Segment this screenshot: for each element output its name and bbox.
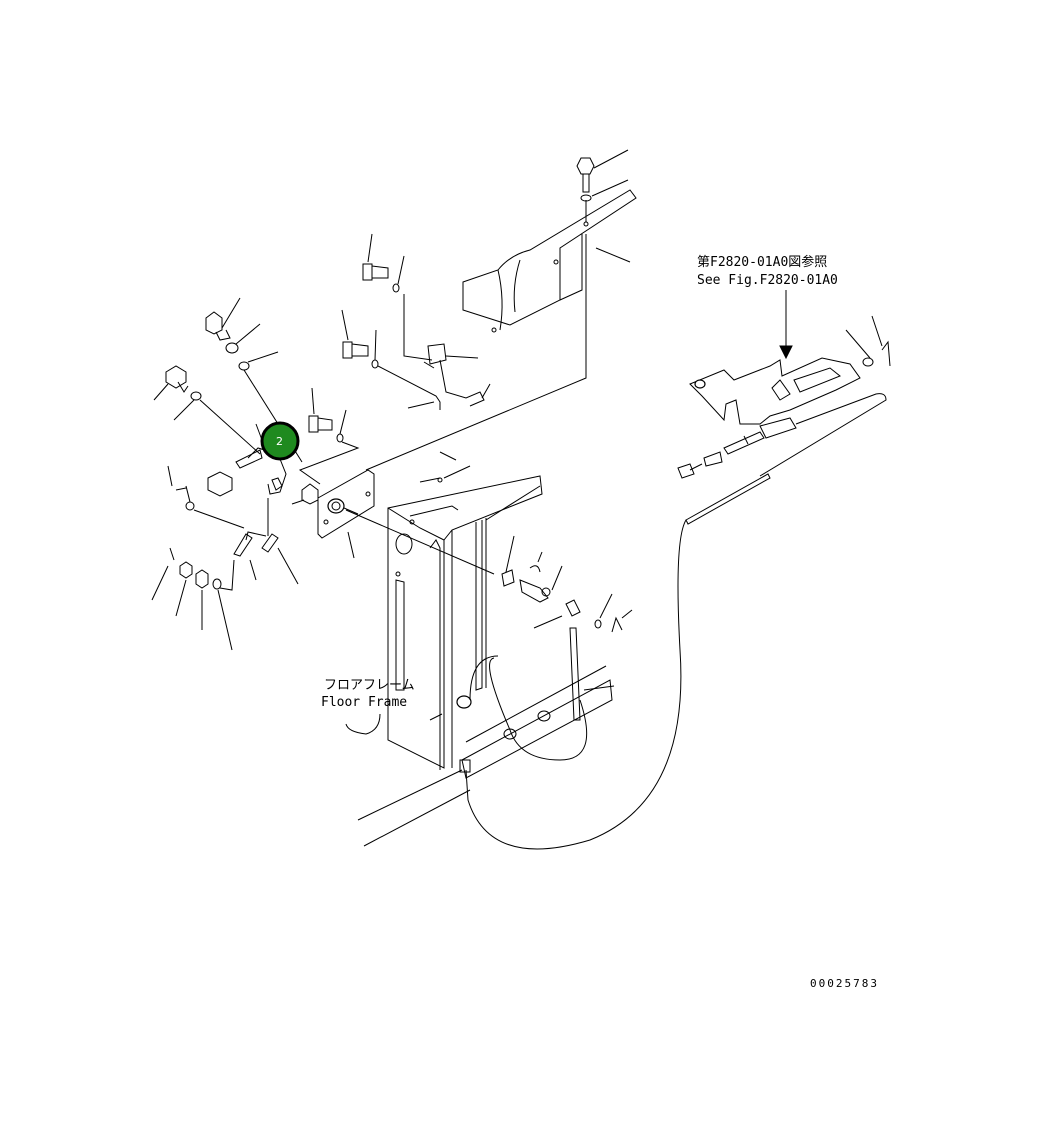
pedal-bracket bbox=[677, 290, 891, 479]
lever-plate bbox=[317, 469, 375, 559]
upper-bracket bbox=[462, 189, 637, 333]
callout-marker[interactable] bbox=[260, 421, 300, 461]
bolt-group-middle bbox=[341, 233, 491, 410]
lever-assembly bbox=[151, 297, 319, 651]
bolt-plate bbox=[298, 387, 360, 485]
callout-number[interactable]: 2 bbox=[276, 435, 283, 448]
reference-jp: 第F2820-01A0図参照 bbox=[697, 254, 827, 270]
reference-label: 第F2820-01A0図参照 See Fig.F2820-01A0 bbox=[697, 254, 838, 288]
drawing-number: 00025783 bbox=[810, 977, 879, 990]
floor-plate bbox=[357, 665, 613, 847]
floor-frame-en: Floor Frame bbox=[321, 695, 407, 710]
floor-frame-jp: フロアフレーム bbox=[324, 678, 415, 693]
bolt-top bbox=[576, 149, 631, 263]
floor-frame-column bbox=[387, 451, 543, 770]
callout-2[interactable]: 2 bbox=[260, 421, 300, 461]
floor-frame-label: フロアフレーム Floor Frame bbox=[321, 678, 443, 735]
control-cable bbox=[345, 473, 771, 850]
reference-en: See Fig.F2820-01A0 bbox=[697, 273, 838, 288]
